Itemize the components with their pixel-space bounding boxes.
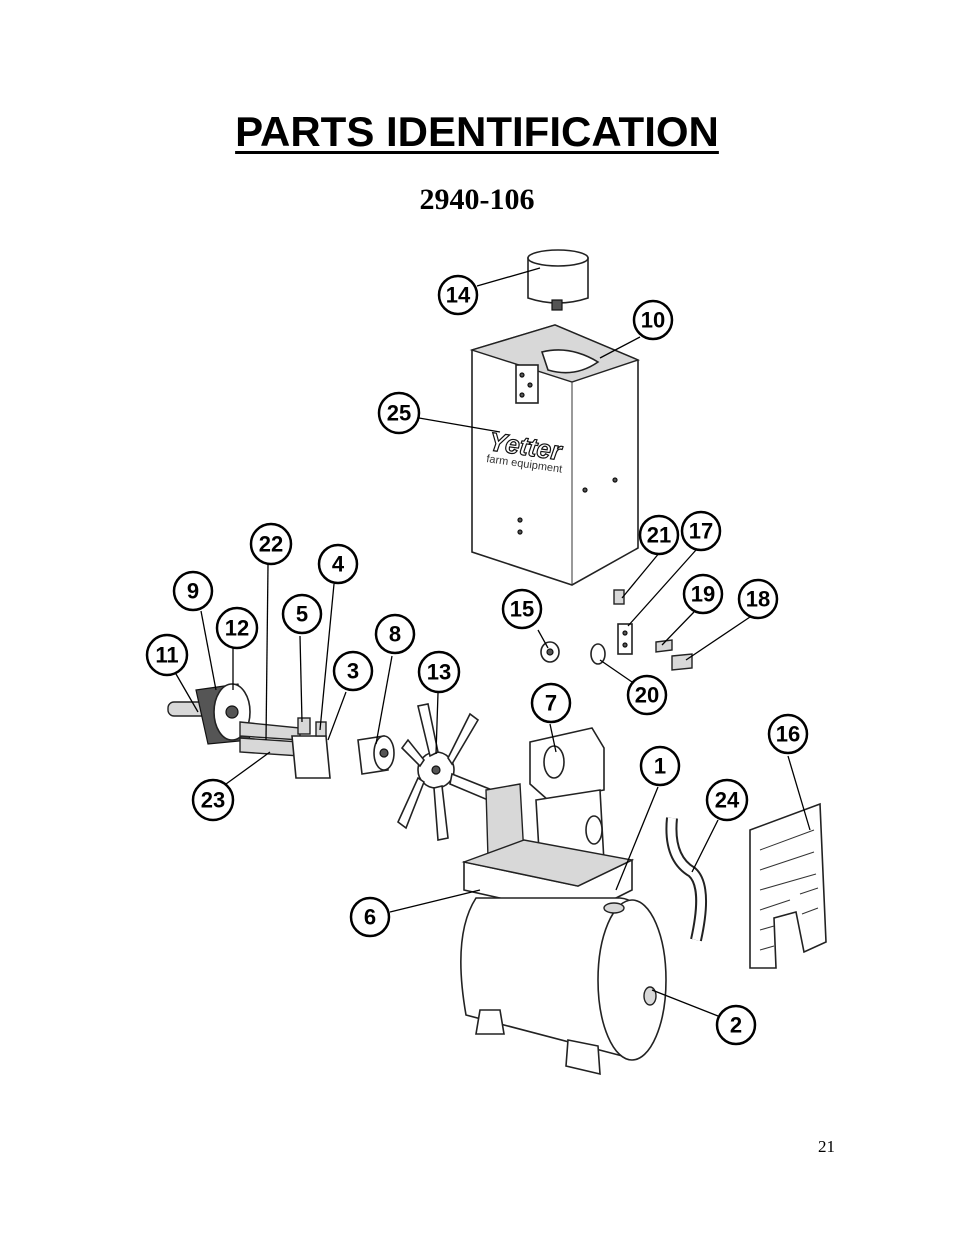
callout-1: 1: [639, 745, 681, 787]
callout-17: 17: [680, 510, 722, 552]
svg-text:21: 21: [647, 523, 671, 548]
svg-text:13: 13: [427, 660, 451, 685]
svg-text:4: 4: [332, 552, 345, 577]
svg-text:20: 20: [635, 683, 659, 708]
svg-text:10: 10: [641, 308, 665, 333]
svg-text:17: 17: [689, 519, 713, 544]
callout-21: 21: [638, 514, 680, 556]
part-fan: [397, 703, 494, 841]
callout-24: 24: [705, 778, 749, 822]
callout-7: 7: [530, 682, 572, 724]
callout-13: 13: [417, 650, 461, 694]
svg-text:19: 19: [691, 582, 715, 607]
svg-text:9: 9: [187, 579, 199, 604]
callout-6: 6: [349, 896, 391, 938]
callout-8: 8: [374, 613, 416, 655]
part-fittings: [540, 589, 693, 671]
svg-text:11: 11: [155, 643, 178, 668]
callout-2: 2: [715, 1004, 757, 1046]
svg-text:2: 2: [730, 1013, 742, 1038]
svg-text:15: 15: [510, 597, 534, 622]
svg-text:5: 5: [296, 602, 308, 627]
leader-lines: [175, 267, 811, 1017]
callout-3: 3: [332, 650, 374, 692]
page-title: PARTS IDENTIFICATION: [235, 108, 719, 155]
callout-10: 10: [632, 299, 674, 341]
svg-text:18: 18: [746, 587, 770, 612]
svg-text:22: 22: [259, 532, 283, 557]
callout-11: 11: [145, 633, 189, 677]
svg-text:12: 12: [225, 616, 249, 641]
callout-5: 5: [281, 593, 323, 635]
svg-text:25: 25: [387, 401, 411, 426]
part-coupling: [357, 735, 395, 775]
part-motor-tank: [460, 727, 667, 1076]
svg-text:16: 16: [776, 722, 800, 747]
part-pump-assembly: [167, 683, 331, 779]
svg-text:3: 3: [347, 659, 359, 684]
callout-23: 23: [191, 778, 235, 822]
callout-25: 25: [377, 391, 421, 435]
callout-4: 4: [317, 543, 359, 585]
part-hose: [665, 817, 708, 942]
callout-9: 9: [172, 570, 214, 612]
svg-text:1: 1: [654, 754, 666, 779]
svg-text:8: 8: [389, 622, 401, 647]
callout-19: 19: [682, 573, 724, 615]
callout-18: 18: [737, 578, 779, 620]
svg-text:6: 6: [364, 905, 376, 930]
svg-text:24: 24: [715, 788, 740, 813]
part-breather-cap: [527, 249, 589, 311]
callout-22: 22: [249, 522, 293, 566]
callout-14: 14: [437, 274, 479, 316]
callout-15: 15: [501, 588, 543, 630]
callout-12: 12: [215, 606, 259, 650]
callout-16: 16: [767, 713, 809, 755]
callout-20: 20: [626, 674, 668, 716]
svg-text:14: 14: [446, 283, 471, 308]
svg-text:7: 7: [545, 691, 557, 716]
model-number: 2940-106: [419, 183, 535, 216]
svg-text:23: 23: [201, 788, 225, 813]
page-number: 21: [818, 1137, 835, 1156]
part-guard: [749, 802, 827, 969]
part-cover: Yetter farm equipment: [469, 324, 640, 586]
